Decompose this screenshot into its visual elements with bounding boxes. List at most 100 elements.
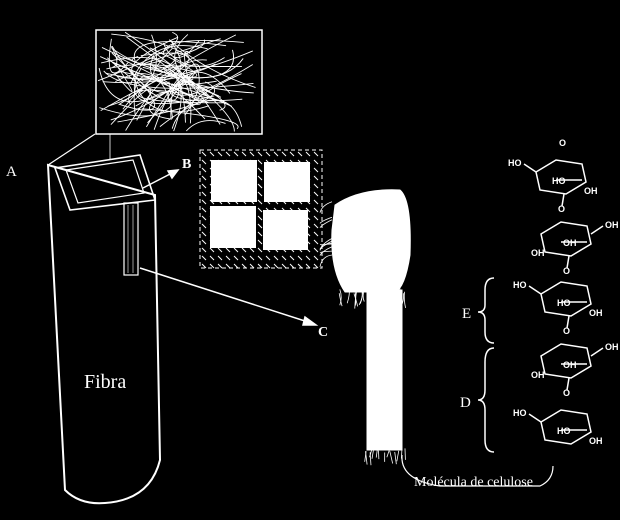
glycosidic-bond <box>566 255 570 269</box>
hatch-mark <box>257 239 263 245</box>
hatch-mark <box>289 263 295 269</box>
hatch-mark <box>249 263 255 269</box>
fiber-strand <box>111 33 200 116</box>
hatch-mark <box>281 263 287 269</box>
hatch-mark <box>257 247 263 253</box>
side-bond <box>528 285 542 295</box>
hatch-mark <box>209 151 215 157</box>
hatch-mark <box>225 151 231 157</box>
hatch-mark <box>273 255 279 261</box>
side-bond <box>590 225 604 235</box>
hatch-mark <box>233 263 239 269</box>
hatch-mark <box>201 247 207 253</box>
hatch-mark <box>313 167 319 173</box>
fiber-strand <box>115 73 174 119</box>
hatch-mark <box>313 207 319 213</box>
hydroxyl-label: OH <box>531 370 545 380</box>
hatch-mark <box>305 263 311 269</box>
hatch-mark <box>313 263 319 269</box>
hatch-mark <box>209 255 215 261</box>
fiber-strand <box>111 47 177 69</box>
label-e: E <box>462 306 471 322</box>
hatch-mark <box>225 255 231 261</box>
fringe-strand <box>397 293 401 311</box>
fiber-strand <box>124 31 235 132</box>
fringe-strand <box>365 451 368 465</box>
hatch-mark <box>313 247 319 253</box>
oxygen-label: O <box>563 266 570 276</box>
hydroxyl-label: OH <box>584 186 598 196</box>
fiber-strand <box>114 64 133 93</box>
fringe-strand <box>396 450 400 462</box>
hatch-mark <box>265 255 271 261</box>
fiber-strand <box>170 80 221 125</box>
fiber-strand <box>146 63 201 128</box>
hatch-mark <box>257 159 263 165</box>
hatch-mark <box>201 263 207 269</box>
label-a: A <box>6 164 17 180</box>
hatch-mark <box>249 255 255 261</box>
hatch-mark <box>217 247 223 253</box>
glycosidic-bond <box>566 377 570 391</box>
molecule-connector <box>401 454 554 487</box>
hatch-mark <box>313 223 319 229</box>
fringe-strand <box>339 289 342 306</box>
hydroxyl-label: OH <box>589 436 603 446</box>
hatch-mark <box>273 151 279 157</box>
fiber-strand <box>140 38 221 66</box>
hatch-mark <box>201 255 207 261</box>
fiber-strand <box>162 40 200 59</box>
hatch-mark <box>257 199 263 205</box>
hatch-mark <box>257 223 263 229</box>
hatch-mark <box>313 151 319 157</box>
hatch-mark <box>249 151 255 157</box>
fringe-strand <box>319 246 333 256</box>
hatch-mark <box>297 263 303 269</box>
hatch-mark <box>201 239 207 245</box>
hatch-mark <box>217 263 223 269</box>
hatch-mark <box>201 207 207 213</box>
hatch-mark <box>201 191 207 197</box>
fiber-strand <box>185 120 226 132</box>
hatch-mark <box>281 255 287 261</box>
fiber-strand <box>110 46 118 68</box>
fringe-strand <box>393 290 399 304</box>
fiber-strand <box>110 88 151 125</box>
fiber-strand <box>138 90 227 104</box>
hatch-mark <box>273 263 279 269</box>
hatch-mark <box>257 151 263 157</box>
hatch-mark <box>201 231 207 237</box>
fiber-tube <box>46 133 162 505</box>
hatch-mark <box>297 151 303 157</box>
hatch-mark <box>233 247 239 253</box>
fiber-strand <box>103 70 254 89</box>
hatch-mark <box>201 175 207 181</box>
fiber-strand <box>97 31 179 82</box>
ho-label: HO <box>557 298 571 308</box>
hatch-mark <box>257 191 263 197</box>
molecule-label: Molécula de celulose <box>414 475 533 490</box>
fringe-strand <box>394 452 397 465</box>
hatch-mark <box>289 151 295 157</box>
fringe-strand <box>319 201 333 213</box>
fiber-texture-panel <box>95 29 263 135</box>
oxygen-label: O <box>563 326 570 336</box>
glucose-ring <box>540 343 592 379</box>
hatch-mark <box>289 255 295 261</box>
fringe-strand <box>346 286 350 304</box>
hatch-mark <box>257 231 263 237</box>
fiber-strand <box>171 73 242 129</box>
fiber-strand <box>128 89 225 106</box>
glucose-ring <box>535 159 587 195</box>
fringe-strand <box>319 216 333 224</box>
hatch-mark <box>313 239 319 245</box>
hatch-mark <box>313 175 319 181</box>
hatch-mark <box>233 151 239 157</box>
hatch-mark <box>241 247 247 253</box>
hatch-mark <box>313 231 319 237</box>
hatch-mark <box>257 175 263 181</box>
oxygen-label: O <box>559 138 566 148</box>
